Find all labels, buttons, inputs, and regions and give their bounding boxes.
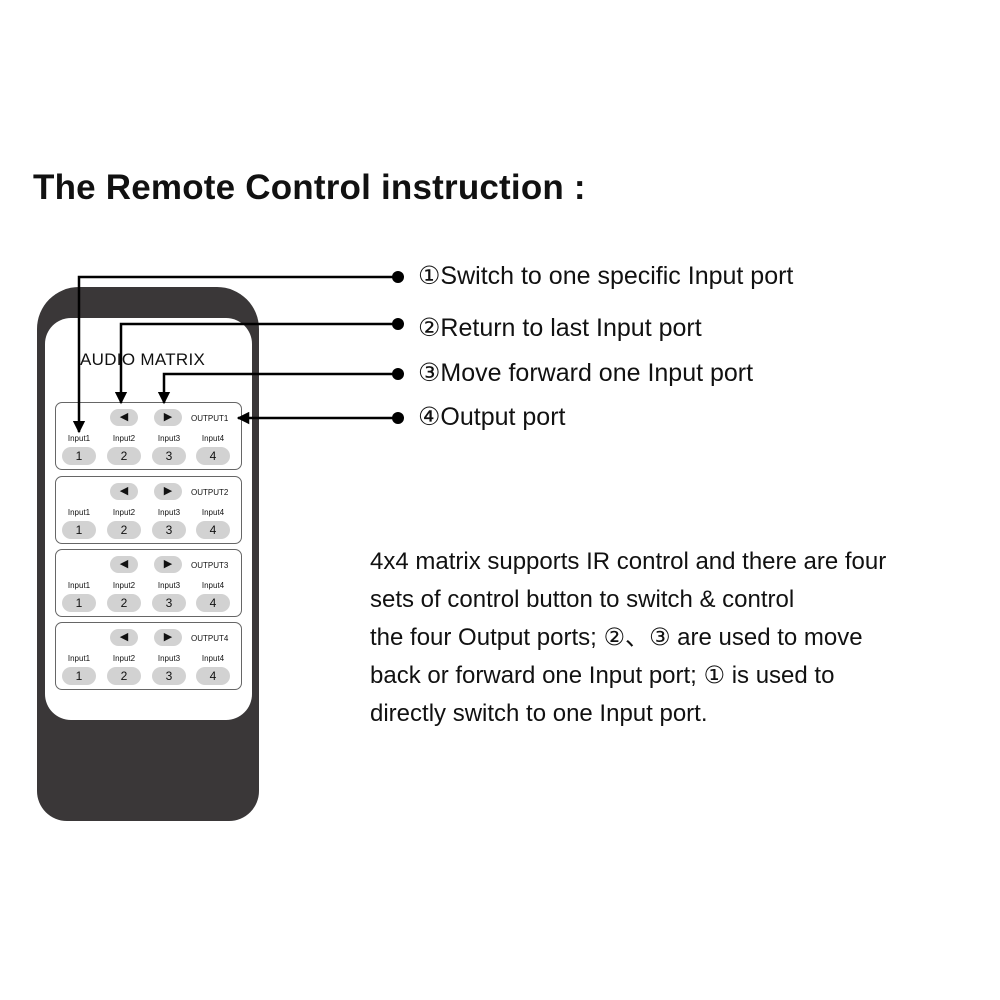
input-button-4[interactable]: 4 bbox=[196, 594, 230, 612]
prev-input-button[interactable]: ◀ bbox=[110, 629, 138, 646]
input-button-1[interactable]: 1 bbox=[62, 594, 96, 612]
callout-forward-input: ③Move forward one Input port bbox=[418, 359, 754, 387]
input-label-3: Input3 bbox=[157, 654, 181, 663]
input-label-2: Input2 bbox=[112, 654, 136, 663]
input-button-1[interactable]: 1 bbox=[62, 521, 96, 539]
input-button-1[interactable]: 1 bbox=[62, 667, 96, 685]
input-button-1[interactable]: 1 bbox=[62, 447, 96, 465]
input-button-3[interactable]: 3 bbox=[152, 594, 186, 612]
leader-line-3 bbox=[157, 372, 397, 405]
callout-return-input: ②Return to last Input port bbox=[418, 314, 702, 342]
prev-input-button[interactable]: ◀ bbox=[110, 483, 138, 500]
leader-line-1 bbox=[72, 275, 397, 434]
page-title: The Remote Control instruction : bbox=[33, 168, 586, 207]
input-label-2: Input2 bbox=[112, 508, 136, 517]
input-button-2[interactable]: 2 bbox=[107, 667, 141, 685]
callout-output-port: ④Output port bbox=[418, 403, 566, 431]
input-label-4: Input4 bbox=[201, 654, 225, 663]
leader-dot-3 bbox=[392, 368, 404, 380]
output-group-1: ◀ ▶ OUTPUT1 Input1 Input2 Input3 Input4 … bbox=[55, 402, 242, 470]
output-label: OUTPUT2 bbox=[191, 488, 229, 497]
output-label: OUTPUT3 bbox=[191, 561, 229, 570]
input-button-4[interactable]: 4 bbox=[196, 667, 230, 685]
output-group-2: ◀ ▶ OUTPUT2 Input1 Input2 Input3 Input4 … bbox=[55, 476, 242, 544]
callout-switch-input: ①Switch to one specific Input port bbox=[418, 262, 794, 290]
input-button-4[interactable]: 4 bbox=[196, 521, 230, 539]
input-label-1: Input1 bbox=[67, 654, 91, 663]
description-paragraph: 4x4 matrix supports IR control and there… bbox=[370, 543, 990, 733]
input-label-4: Input4 bbox=[201, 581, 225, 590]
next-input-button[interactable]: ▶ bbox=[154, 409, 182, 426]
remote-brand-label: AUDIO MATRIX bbox=[80, 350, 206, 369]
next-input-button[interactable]: ▶ bbox=[154, 556, 182, 573]
prev-input-button[interactable]: ◀ bbox=[110, 556, 138, 573]
next-input-button[interactable]: ▶ bbox=[154, 483, 182, 500]
next-input-button[interactable]: ▶ bbox=[154, 629, 182, 646]
input-button-4[interactable]: 4 bbox=[196, 447, 230, 465]
input-label-3: Input3 bbox=[157, 434, 181, 443]
description-line: the four Output ports; ②、③ are used to m… bbox=[370, 624, 863, 651]
description-line: sets of control button to switch & contr… bbox=[370, 586, 795, 613]
output-group-3: ◀ ▶ OUTPUT3 Input1 Input2 Input3 Input4 … bbox=[55, 549, 242, 617]
prev-input-button[interactable]: ◀ bbox=[110, 409, 138, 426]
input-button-3[interactable]: 3 bbox=[152, 667, 186, 685]
description-line: back or forward one Input port; ① is use… bbox=[370, 662, 835, 689]
output-label: OUTPUT1 bbox=[191, 414, 229, 423]
leader-dot-1 bbox=[392, 271, 404, 283]
input-label-3: Input3 bbox=[157, 508, 181, 517]
input-label-4: Input4 bbox=[201, 434, 225, 443]
input-button-2[interactable]: 2 bbox=[107, 594, 141, 612]
output-group-4: ◀ ▶ OUTPUT4 Input1 Input2 Input3 Input4 … bbox=[55, 622, 242, 690]
input-button-3[interactable]: 3 bbox=[152, 447, 186, 465]
input-label-4: Input4 bbox=[201, 508, 225, 517]
input-button-3[interactable]: 3 bbox=[152, 521, 186, 539]
input-label-1: Input1 bbox=[67, 581, 91, 590]
input-label-3: Input3 bbox=[157, 581, 181, 590]
leader-line-2 bbox=[114, 322, 397, 405]
output-label: OUTPUT4 bbox=[191, 634, 229, 643]
description-line: 4x4 matrix supports IR control and there… bbox=[370, 548, 887, 575]
input-label-2: Input2 bbox=[112, 434, 136, 443]
input-label-1: Input1 bbox=[67, 508, 91, 517]
input-button-2[interactable]: 2 bbox=[107, 447, 141, 465]
input-label-1: Input1 bbox=[67, 434, 91, 443]
input-button-2[interactable]: 2 bbox=[107, 521, 141, 539]
description-line: directly switch to one Input port. bbox=[370, 700, 708, 727]
input-label-2: Input2 bbox=[112, 581, 136, 590]
leader-dot-4 bbox=[392, 412, 404, 424]
leader-dot-2 bbox=[392, 318, 404, 330]
